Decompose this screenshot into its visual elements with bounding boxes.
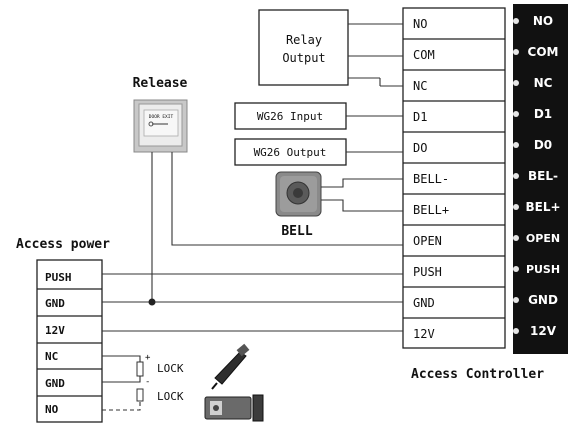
- controller-terminal-do: DO: [413, 141, 427, 155]
- strip-label-12v: 12V: [530, 324, 557, 338]
- controller-terminal-bell-minus: BELL-: [413, 172, 449, 186]
- terminal-strip: [513, 4, 568, 354]
- relay-label-line2: Output: [282, 51, 325, 65]
- wg26-input-label: WG26 Input: [257, 110, 323, 123]
- power-terminal-gnd-2: GND: [45, 377, 65, 390]
- exit-button-icon: DOOR EXIT: [133, 99, 188, 153]
- lock-minus: -: [145, 377, 150, 387]
- release-title: Release: [133, 76, 188, 91]
- controller-terminal-12v: 12V: [413, 327, 435, 341]
- controller-terminal-push: PUSH: [413, 265, 442, 279]
- strip-label-bel-minus: BEL-: [528, 169, 558, 183]
- lock1-label: LOCK: [157, 362, 184, 375]
- strip-label-d0: D0: [534, 138, 552, 152]
- controller-terminal-no: NO: [413, 17, 427, 31]
- wg26-input-box: [234, 102, 347, 130]
- lock2-label: LOCK: [157, 390, 184, 403]
- controller-terminal-gnd: GND: [413, 296, 435, 310]
- controller-terminal-com: COM: [413, 48, 435, 62]
- controller-terminal-block: [402, 7, 506, 349]
- controller-terminal-open: OPEN: [413, 234, 442, 248]
- controller-terminal-bell-plus: BELL+: [413, 203, 449, 217]
- power-terminal-nc: NC: [45, 350, 58, 363]
- lock1-coil: [136, 361, 144, 377]
- bell-icon: [275, 171, 322, 217]
- power-terminal-12v: 12V: [45, 324, 65, 337]
- strip-label-push: PUSH: [526, 263, 560, 276]
- access-power-block: [36, 259, 103, 423]
- access-power-title: Access power: [16, 237, 110, 252]
- magnetic-lock-icon: [204, 394, 264, 422]
- relay-output-box: [258, 9, 349, 86]
- power-terminal-push: PUSH: [45, 271, 72, 284]
- controller-title: Access Controller: [411, 367, 544, 382]
- strip-label-gnd: GND: [528, 293, 558, 307]
- strip-label-d1: D1: [534, 107, 552, 121]
- bell-label: BELL: [281, 224, 312, 239]
- gnd-junction-dot: [148, 298, 156, 306]
- controller-terminal-d1: D1: [413, 110, 427, 124]
- no-dashed-wire: [102, 401, 141, 411]
- strip-label-bel-plus: BEL+: [525, 200, 560, 214]
- controller-terminal-nc: NC: [413, 79, 427, 93]
- strip-label-nc: NC: [534, 76, 553, 90]
- relay-label-line1: Relay: [286, 33, 322, 47]
- wg26-output-box: [234, 138, 347, 166]
- lock2-coil: [136, 388, 144, 402]
- lock-plus: +: [145, 353, 151, 363]
- electric-strike-icon: [211, 343, 250, 390]
- power-terminal-no: NO: [45, 403, 59, 416]
- strip-label-no: NO: [533, 14, 553, 28]
- power-terminal-gnd: GND: [45, 297, 65, 310]
- exit-button-caption: DOOR EXIT: [149, 114, 174, 120]
- strip-label-com: COM: [528, 45, 559, 59]
- wg26-output-label: WG26 Output: [254, 146, 327, 159]
- strip-label-open: OPEN: [526, 232, 560, 245]
